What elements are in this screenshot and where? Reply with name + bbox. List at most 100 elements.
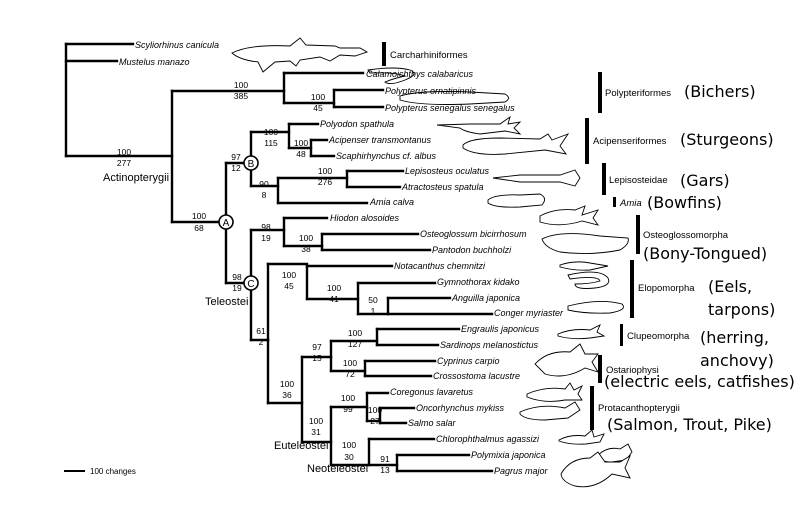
changes-value: 385 xyxy=(234,91,248,101)
taxon-label: Pantodon buchholzi xyxy=(432,245,512,255)
group-name: Polypteriformes xyxy=(605,88,671,99)
taxon-label: Pagrus major xyxy=(494,466,549,476)
common-name: (Gars) xyxy=(680,171,730,190)
bootstrap-value: 100 xyxy=(311,92,325,102)
group-name: Protacanthopterygii xyxy=(598,403,680,414)
group-name: Amia xyxy=(619,198,642,209)
node-marker-b xyxy=(243,155,259,171)
taxon-label: Polypterus senegalus senegalus xyxy=(385,103,515,113)
bootstrap-value: 90 xyxy=(259,179,269,189)
fish-illustrations xyxy=(231,37,633,488)
bootstrap-value: 98 xyxy=(232,272,242,282)
taxon-label: Atractosteus spatula xyxy=(401,182,484,192)
mooneye-illustration xyxy=(539,205,600,226)
taxon-label: Mustelus manazo xyxy=(119,57,190,67)
bootstrap-value: 100 xyxy=(299,233,313,243)
group-bar xyxy=(620,324,623,346)
bootstrap-value: 100 xyxy=(348,328,362,338)
taxon-label: Engraulis japonicus xyxy=(461,324,540,334)
clade-name-euteleostei: Euteleostei xyxy=(274,440,328,452)
taxon-label: Crossostoma lacustre xyxy=(433,371,520,381)
common-name: (Salmon, Trout, Pike) xyxy=(607,415,772,434)
changes-value: 19 xyxy=(232,283,242,293)
changes-value: 15 xyxy=(312,353,322,363)
taxon-label: Osteoglossum bicirrhosum xyxy=(420,229,527,239)
taxon-label: Gymnothorax kidako xyxy=(437,277,520,287)
common-name: (Sturgeons) xyxy=(680,130,774,149)
changes-value: 99 xyxy=(343,404,353,414)
changes-value: 27 xyxy=(370,416,380,426)
arowana-illustration xyxy=(541,233,629,255)
common-name: (Bowfins) xyxy=(647,193,722,212)
taxon-label: Polypterus ornatipinnis xyxy=(385,86,477,96)
sturgeon-illustration xyxy=(462,133,570,155)
group-bar xyxy=(598,355,602,383)
scale-bar-label: 100 changes xyxy=(90,467,136,476)
bootstrap-value: 100 xyxy=(234,80,248,90)
changes-value: 19 xyxy=(261,233,271,243)
group-name: Elopomorpha xyxy=(638,283,695,294)
taxon-label: Hiodon alosoides xyxy=(330,213,400,223)
seabream-illustration xyxy=(560,451,631,488)
changes-value: 1 xyxy=(371,306,376,316)
taxon-label: Salmo salar xyxy=(408,418,457,428)
taxon-label: Conger myriaster xyxy=(494,308,564,318)
changes-value: 36 xyxy=(282,390,292,400)
common-name: tarpons) xyxy=(708,300,775,319)
bichir-illustration xyxy=(399,91,509,105)
taxon-label: Coregonus lavaretus xyxy=(390,387,474,397)
taxon-label: Cyprinus carpio xyxy=(437,356,500,366)
group-bar xyxy=(636,215,640,254)
bootstrap-value: 100 xyxy=(117,147,131,157)
changes-value: 115 xyxy=(264,138,278,148)
taxon-label: Acipenser transmontanus xyxy=(328,135,432,145)
group-bar xyxy=(598,72,602,113)
taxon-label: Polymixia japonica xyxy=(471,450,546,460)
common-name: anchovy) xyxy=(700,351,774,370)
changes-value: 2 xyxy=(259,337,264,347)
group-name: Osteoglossomorpha xyxy=(643,230,729,241)
bootstrap-value: 98 xyxy=(261,222,271,232)
node-marker-a xyxy=(218,214,234,230)
bootstrap-value: 100 xyxy=(309,416,323,426)
changes-value: 45 xyxy=(284,281,294,291)
group-bar xyxy=(630,260,634,318)
group-labels: Carcharhiniformes Polypteriformes (Biche… xyxy=(382,42,795,434)
node-marker-c xyxy=(243,275,259,291)
changes-value: 68 xyxy=(194,223,204,233)
clade-name-actinopterygii: Actinopterygii xyxy=(103,172,169,184)
changes-value: 8 xyxy=(262,190,267,200)
taxon-label: Amia calva xyxy=(369,197,414,207)
trout-illustration xyxy=(519,401,581,421)
group-name: Clupeomorpha xyxy=(627,331,690,342)
group-bar xyxy=(382,42,386,66)
bootstrap-value: 100 xyxy=(192,211,206,221)
whitefish-illustration xyxy=(526,382,584,402)
changes-value: 30 xyxy=(344,452,354,462)
taxon-label: Oncorhynchus mykiss xyxy=(416,403,505,413)
bootstrap-value: 100 xyxy=(280,379,294,389)
changes-value: 276 xyxy=(318,177,332,187)
common-name: (Eels, xyxy=(708,277,752,296)
bootstrap-value: 100 xyxy=(342,440,356,450)
changes-value: 38 xyxy=(301,244,311,254)
bootstrap-value: 50 xyxy=(368,295,378,305)
conger-illustration xyxy=(567,301,624,314)
taxon-labels: Scyliorhinus canicula Mustelus manazo Ca… xyxy=(119,40,564,476)
taxon-label: Lepisosteus oculatus xyxy=(405,166,490,176)
paddlefish-illustration xyxy=(436,115,522,135)
moray-illustration xyxy=(567,271,610,289)
greeneye-illustration xyxy=(558,429,605,445)
common-name: (Bony-Tongued) xyxy=(643,244,767,263)
taxon-label: Scaphirhynchus cf. albus xyxy=(336,151,437,161)
taxon-label: Notacanthus chemnitzi xyxy=(394,261,486,271)
node-letter: A xyxy=(223,218,230,229)
clade-names: Actinopterygii Teleostei Euteleostei Neo… xyxy=(103,172,368,475)
notacanthus-illustration xyxy=(559,261,609,271)
changes-value: 41 xyxy=(329,294,339,304)
group-bar xyxy=(585,118,589,164)
changes-value: 12 xyxy=(231,163,241,173)
changes-value: 13 xyxy=(380,465,390,475)
changes-value: 72 xyxy=(345,369,355,379)
clade-name-neoteleostei: Neoteleostei xyxy=(307,463,368,475)
